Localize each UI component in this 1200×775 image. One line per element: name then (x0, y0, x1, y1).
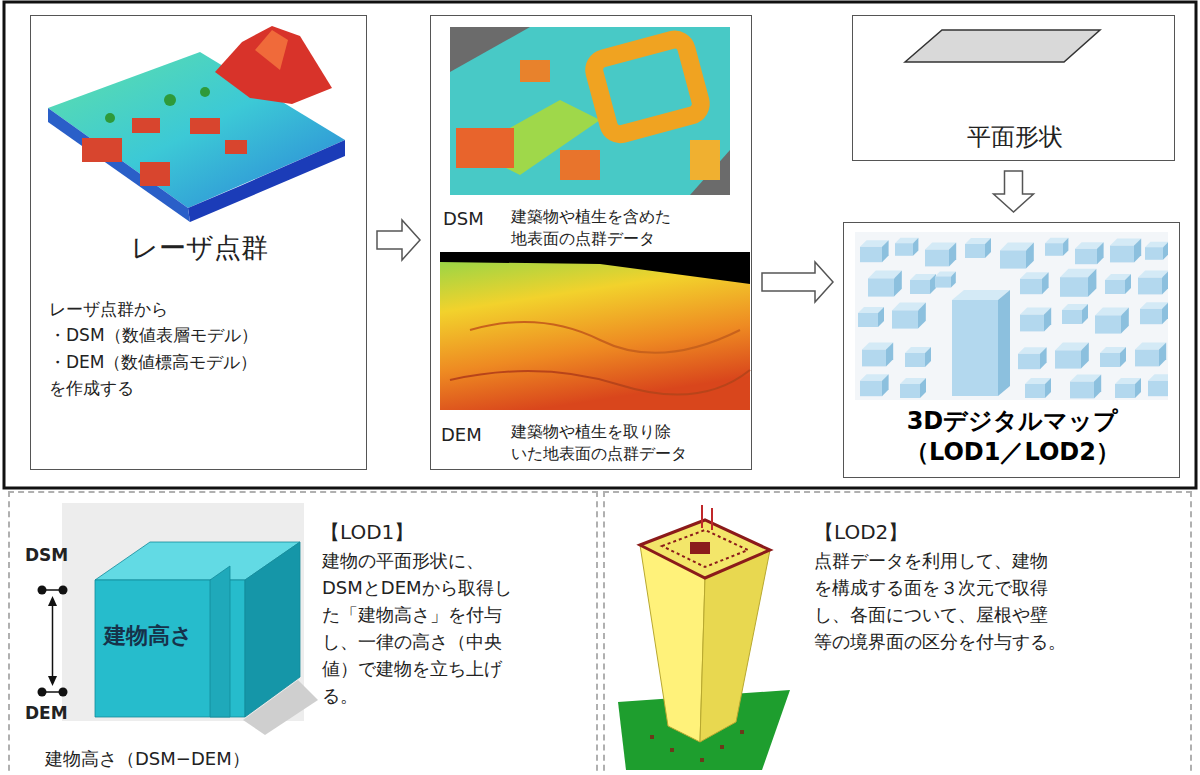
text-line: DEM (25, 703, 68, 723)
heading-text: 【LOD2】 (814, 520, 908, 545)
text-line: 3Dデジタルマップ (907, 407, 1119, 435)
lod2-panel: 【LOD2】点群データを利用して、建物 を構成する面を３次元で取得 し、各面につ… (603, 491, 1192, 775)
heading-text: 【LOD1】 (320, 520, 414, 545)
text-line: し、各面について、屋根や壁 (814, 604, 1048, 625)
outer-frame (4, 2, 1196, 488)
building-face (210, 566, 230, 717)
text-line: DSMとDEMから取得し (322, 577, 512, 598)
lod1-panel: 【LOD1】建物の平面形状に、 DSMとDEMから取得し た「建物高さ」を付与 … (8, 491, 598, 775)
heading-text: DSM (443, 208, 484, 231)
text-line: 平面形状 (967, 123, 1063, 151)
body-text: 点群データを利用して、建物 を構成する面を３次元で取得 し、各面について、屋根や… (814, 547, 1066, 655)
text-line: 【LOD1】 (320, 520, 414, 544)
text-line: 点群データを利用して、建物 (814, 550, 1048, 571)
body-text: 建築物や植生を含めた 地表面の点群データ (511, 206, 671, 249)
label-text: DEM (25, 703, 68, 724)
hollow-arrow (762, 262, 833, 302)
text-line: DEM (441, 424, 482, 445)
building-face (245, 542, 300, 717)
height-dimension (38, 586, 68, 697)
text-line: を作成する (49, 378, 134, 398)
body-text: 3Dデジタルマップ （LOD1／LOD2） (905, 406, 1120, 468)
text-line: 地表面の点群データ (511, 229, 655, 248)
laser-point-cloud-picture (48, 26, 345, 222)
body-text: 建築物や植生を取り除 いた地表面の点群データ (511, 421, 687, 464)
text-line: 【LOD2】 (814, 520, 908, 544)
text-line: を構成する面を３次元で取得 (814, 577, 1048, 598)
lod2-building-picture (618, 505, 790, 770)
text-line: レーザ点群 (131, 232, 268, 263)
dsm-picture (450, 27, 730, 195)
body-text: DEM (441, 424, 482, 447)
hollow-arrow (994, 171, 1034, 212)
text-line: ・DSM（数値表層モデル） (49, 325, 258, 345)
text-line: し、一律の高さ（中央 (322, 631, 502, 652)
heading-text: レーザ点群 (131, 231, 268, 265)
text-line: 値）で建物を立ち上げ (322, 658, 502, 679)
text-line: る。 (322, 685, 358, 706)
lod1-backdrop (62, 503, 318, 735)
text-line: 建物の平面形状に、 (322, 550, 484, 571)
text-line: （LOD1／LOD2） (905, 438, 1120, 466)
building-block: 建物高さ (90, 522, 305, 722)
label-text: 建物高さ（DSM−DEM） (45, 748, 250, 771)
building-shape (90, 522, 305, 722)
text-line: 建築物や植生を含めた (511, 207, 671, 226)
plan-shape (905, 30, 1100, 62)
result-panel: 3Dデジタルマップ （LOD1／LOD2） (843, 222, 1180, 478)
text-line: DSM (25, 545, 68, 565)
body-text: レーザ点群から ・DSM（数値表層モデル） ・DEM（数値標高モデル） を作成す… (49, 296, 258, 401)
text-line: た「建物高さ」を付与 (322, 604, 502, 625)
label-text: DSM (25, 545, 68, 566)
text-line: 建築物や植生を取り除 (511, 422, 671, 441)
text-line: レーザ点群から (49, 299, 168, 319)
body-text: 建物の平面形状に、 DSMとDEMから取得し た「建物高さ」を付与 し、一律の高… (322, 547, 512, 709)
source-panel: レーザ点群レーザ点群から ・DSM（数値表層モデル） ・DEM（数値標高モデル）… (30, 15, 367, 470)
dem-picture (440, 252, 750, 410)
text-line: ・DEM（数値標高モデル） (49, 352, 258, 372)
body-text: 平面形状 (967, 122, 1063, 152)
text-line: いた地表面の点群データ (511, 444, 687, 463)
text-line: 建物高さ（DSM−DEM） (45, 748, 250, 769)
plan-panel: 平面形状 (852, 15, 1175, 161)
city-model-picture (855, 232, 1168, 400)
text-line: DSM (443, 208, 484, 229)
text-line: 建物高さ (104, 623, 193, 648)
body-text: 建物高さ (104, 622, 193, 650)
hollow-arrow (377, 220, 420, 260)
text-line: 等の境界面の区分を付与する。 (814, 631, 1066, 652)
model-panel: DSM 建築物や植生を含めた 地表面の点群データ DEM 建築物や植生を取り除 いた地… (430, 15, 752, 470)
